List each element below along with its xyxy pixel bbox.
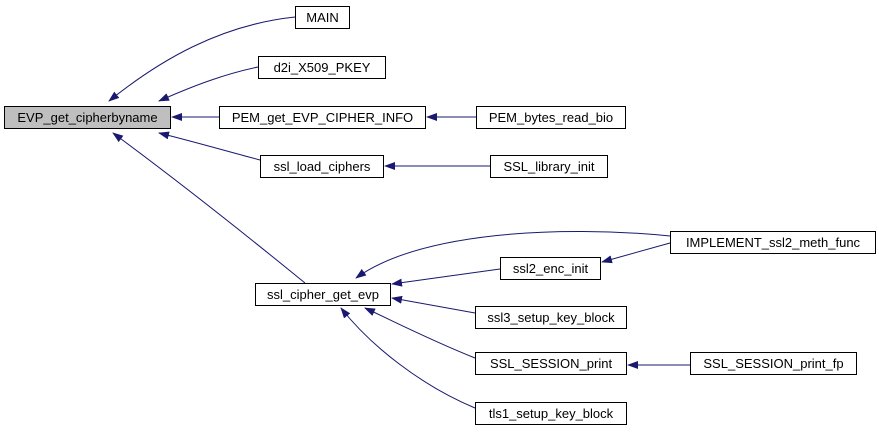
node-ssl_lib[interactable]: SSL_library_init (490, 155, 608, 178)
node-box-sess_print (475, 352, 627, 375)
node-box-ssl2_enc (500, 257, 601, 280)
node-evp[interactable]: EVP_get_cipherbyname (4, 106, 171, 129)
node-box-tls1 (475, 402, 627, 425)
node-label-d2i: d2i_X509_PKEY (274, 60, 371, 75)
edge-tls1-to-ssl_cipher (340, 307, 476, 409)
node-label-main: MAIN (306, 10, 339, 25)
edge-ssl_cipher-to-evp (112, 132, 306, 284)
node-box-pem_info (219, 106, 426, 129)
node-label-ssl_lib: SSL_library_init (503, 159, 594, 174)
node-layer: EVP_get_cipherbyname MAIN d2i_X509_PKEY PEM… (4, 6, 876, 425)
node-box-ssl_lib (490, 155, 608, 178)
node-label-sess_fp: SSL_SESSION_print_fp (703, 356, 843, 371)
node-label-impl: IMPLEMENT_ssl2_meth_func (686, 235, 861, 250)
edge-ssl_load-to-evp (158, 131, 261, 161)
node-box-evp (4, 106, 171, 129)
node-box-impl (670, 231, 876, 254)
node-label-evp: EVP_get_cipherbyname (17, 110, 157, 125)
node-box-pem_bytes (476, 106, 626, 129)
node-box-ssl_cipher (255, 283, 391, 306)
node-label-sess_print: SSL_SESSION_print (490, 356, 613, 371)
edge-impl-to-ssl_cipher (355, 230, 671, 279)
node-label-tls1: tls1_setup_key_block (489, 406, 614, 421)
node-pem_bytes[interactable]: PEM_bytes_read_bio (476, 106, 626, 129)
node-sess_print[interactable]: SSL_SESSION_print (475, 352, 627, 375)
node-pem_info[interactable]: PEM_get_EVP_CIPHER_INFO (219, 106, 426, 129)
node-label-ssl_cipher: ssl_cipher_get_evp (267, 287, 379, 302)
node-label-pem_info: PEM_get_EVP_CIPHER_INFO (232, 110, 413, 125)
node-ssl_load[interactable]: ssl_load_ciphers (260, 155, 384, 178)
edge-d2i-to-evp (158, 66, 259, 102)
node-box-sess_fp (690, 352, 857, 375)
edge-ssl2_enc-to-ssl_cipher (391, 268, 501, 287)
node-impl[interactable]: IMPLEMENT_ssl2_meth_func (670, 231, 876, 254)
node-label-ssl3: ssl3_setup_key_block (487, 310, 615, 325)
node-tls1[interactable]: tls1_setup_key_block (475, 402, 627, 425)
node-main[interactable]: MAIN (295, 6, 350, 29)
edge-layer (108, 16, 690, 409)
node-label-pem_bytes: PEM_bytes_read_bio (489, 110, 613, 125)
edge-impl-to-ssl2_enc (601, 242, 671, 264)
edge-ssl3-to-ssl_cipher (391, 295, 476, 314)
node-box-d2i (258, 56, 386, 79)
node-ssl_cipher[interactable]: ssl_cipher_get_evp (255, 283, 391, 306)
node-label-ssl2_enc: ssl2_enc_init (513, 261, 589, 276)
node-box-ssl_load (260, 155, 384, 178)
node-d2i[interactable]: d2i_X509_PKEY (258, 56, 386, 79)
node-box-main (295, 6, 350, 29)
node-ssl2_enc[interactable]: ssl2_enc_init (500, 257, 601, 280)
edge-main-to-evp (108, 16, 296, 102)
node-label-ssl_load: ssl_load_ciphers (274, 159, 371, 174)
node-sess_fp[interactable]: SSL_SESSION_print_fp (690, 352, 857, 375)
node-box-ssl3 (475, 306, 627, 329)
node-ssl3[interactable]: ssl3_setup_key_block (475, 306, 627, 329)
edge-sess_print-to-ssl_cipher (364, 307, 476, 359)
